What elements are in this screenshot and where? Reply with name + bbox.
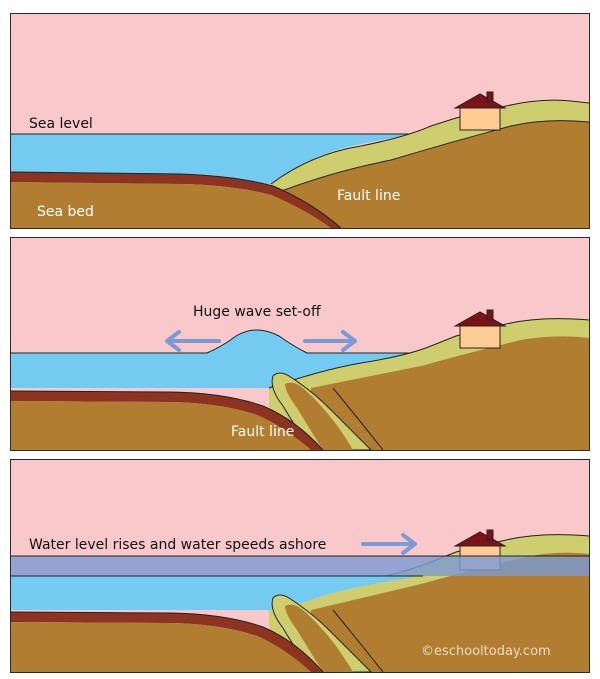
fault-line: [332, 387, 384, 450]
coast-earth: [311, 336, 589, 450]
raised-water-band: [11, 556, 589, 576]
house-chimney: [486, 309, 494, 321]
fault-line: [332, 609, 384, 672]
panel-1-illustration: Sea level Fault line Sea bed: [11, 14, 589, 228]
water-rise-label: Water level rises and water speeds ashor…: [29, 537, 326, 553]
ashore-arrow: [361, 533, 417, 555]
coast-outline: [268, 318, 589, 389]
seabed-earth: [11, 182, 331, 228]
house: [453, 91, 507, 131]
panel-wave-set-off: Huge wave set-off Fault line: [10, 237, 590, 451]
seabed-outline: [11, 171, 342, 228]
wave-label: Huge wave set-off: [193, 304, 321, 320]
seabed-earth: [11, 401, 311, 450]
house-chimney: [486, 529, 494, 541]
panel-3-illustration: Water level rises and water speeds ashor…: [11, 460, 589, 672]
sea-bed-label: Sea bed: [37, 204, 94, 220]
fault-line-label: Fault line: [337, 188, 400, 204]
right-arrow: [303, 330, 357, 352]
panel-2-illustration: Huge wave set-off Fault line: [11, 238, 589, 450]
watermark: ©eschooltoday.com: [421, 644, 551, 659]
seabed-crust: [11, 391, 323, 450]
coast-earth: [311, 552, 589, 672]
house-wall: [459, 325, 501, 349]
coast-earth-outline: [278, 120, 589, 193]
sea-water: [11, 134, 421, 184]
wave-surface-line: [11, 329, 423, 354]
seabed-earth: [11, 622, 311, 672]
coast-earth: [279, 120, 589, 228]
seabed-crust: [11, 612, 323, 672]
coast-outline: [270, 99, 589, 185]
left-arrow: [165, 330, 221, 352]
house-chimney: [486, 91, 494, 103]
uplifted-fault-core: [285, 604, 353, 672]
seabed-crust: [11, 172, 341, 228]
panel-normal-conditions: Sea level Fault line Sea bed: [10, 13, 590, 229]
uplifted-fault-core: [285, 382, 353, 450]
panel-water-rises: Water level rises and water speeds ashor…: [10, 459, 590, 673]
house: [453, 309, 507, 349]
house-wall: [459, 107, 501, 131]
fault-line-label: Fault line: [231, 424, 294, 440]
sea-level-label: Sea level: [29, 116, 93, 132]
seabed-outline: [11, 390, 324, 450]
sea-water: [11, 576, 421, 610]
seabed-outline: [11, 611, 324, 672]
